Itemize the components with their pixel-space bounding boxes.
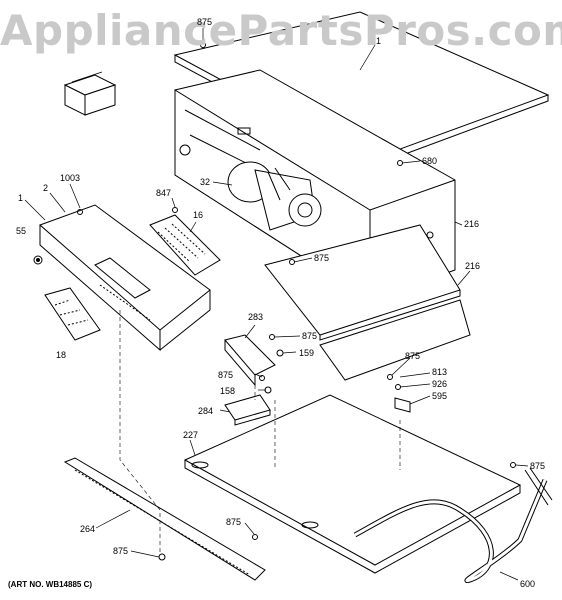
callout-847: 847	[156, 188, 172, 198]
power-cord-600	[353, 467, 553, 584]
callout-216-mid: 216	[465, 261, 481, 271]
callout-595: 595	[432, 391, 448, 401]
callout-158: 158	[220, 386, 236, 396]
bottom-plate-227	[183, 394, 522, 574]
callout-159: 159	[299, 348, 315, 358]
callout-216-right: 216	[464, 219, 480, 229]
callout-813: 813	[432, 367, 448, 377]
callout-2: 2	[43, 183, 49, 193]
callout-875-283: 875	[302, 331, 318, 341]
callout-227: 227	[183, 430, 199, 440]
callout-18: 18	[56, 350, 67, 360]
bracket-284	[224, 394, 271, 426]
overlay-18	[44, 287, 101, 341]
callout-875-right: 875	[530, 461, 546, 471]
callout-680: 680	[422, 156, 438, 166]
callout-875-bottom: 875	[226, 517, 242, 527]
callout-875-bottomleft: 875	[113, 546, 129, 556]
control-board-16	[149, 214, 221, 276]
callout-32: 32	[200, 177, 211, 187]
callout-55: 55	[16, 226, 27, 236]
alignment-lines	[119, 310, 401, 555]
callout-875-158: 875	[218, 370, 234, 380]
callout-283: 283	[248, 312, 264, 322]
leader-lines	[24, 28, 529, 581]
callout-926: 926	[432, 379, 448, 389]
callout-284: 284	[198, 406, 214, 416]
cooling-fan-assembly	[227, 161, 322, 231]
callout-1003: 1003	[60, 173, 81, 183]
callout-600: 600	[520, 579, 536, 589]
bracket-283	[224, 334, 276, 387]
trim-strip-264	[63, 457, 266, 581]
parts-box	[63, 71, 117, 116]
lower-panel-216	[264, 224, 461, 341]
art-number-label: (ART NO. WB14885 C)	[8, 580, 93, 589]
callout-16: 16	[193, 210, 204, 220]
callout-875-mid: 875	[314, 253, 330, 263]
control-panel-backsplash	[33, 204, 211, 352]
callout-1-topright: 1	[376, 36, 382, 46]
callout-875-top: 875	[197, 17, 213, 27]
callout-875-813: 875	[405, 351, 421, 361]
lower-panel-216b	[319, 299, 471, 381]
callout-1-left: 1	[18, 193, 24, 203]
callout-264: 264	[80, 524, 96, 534]
